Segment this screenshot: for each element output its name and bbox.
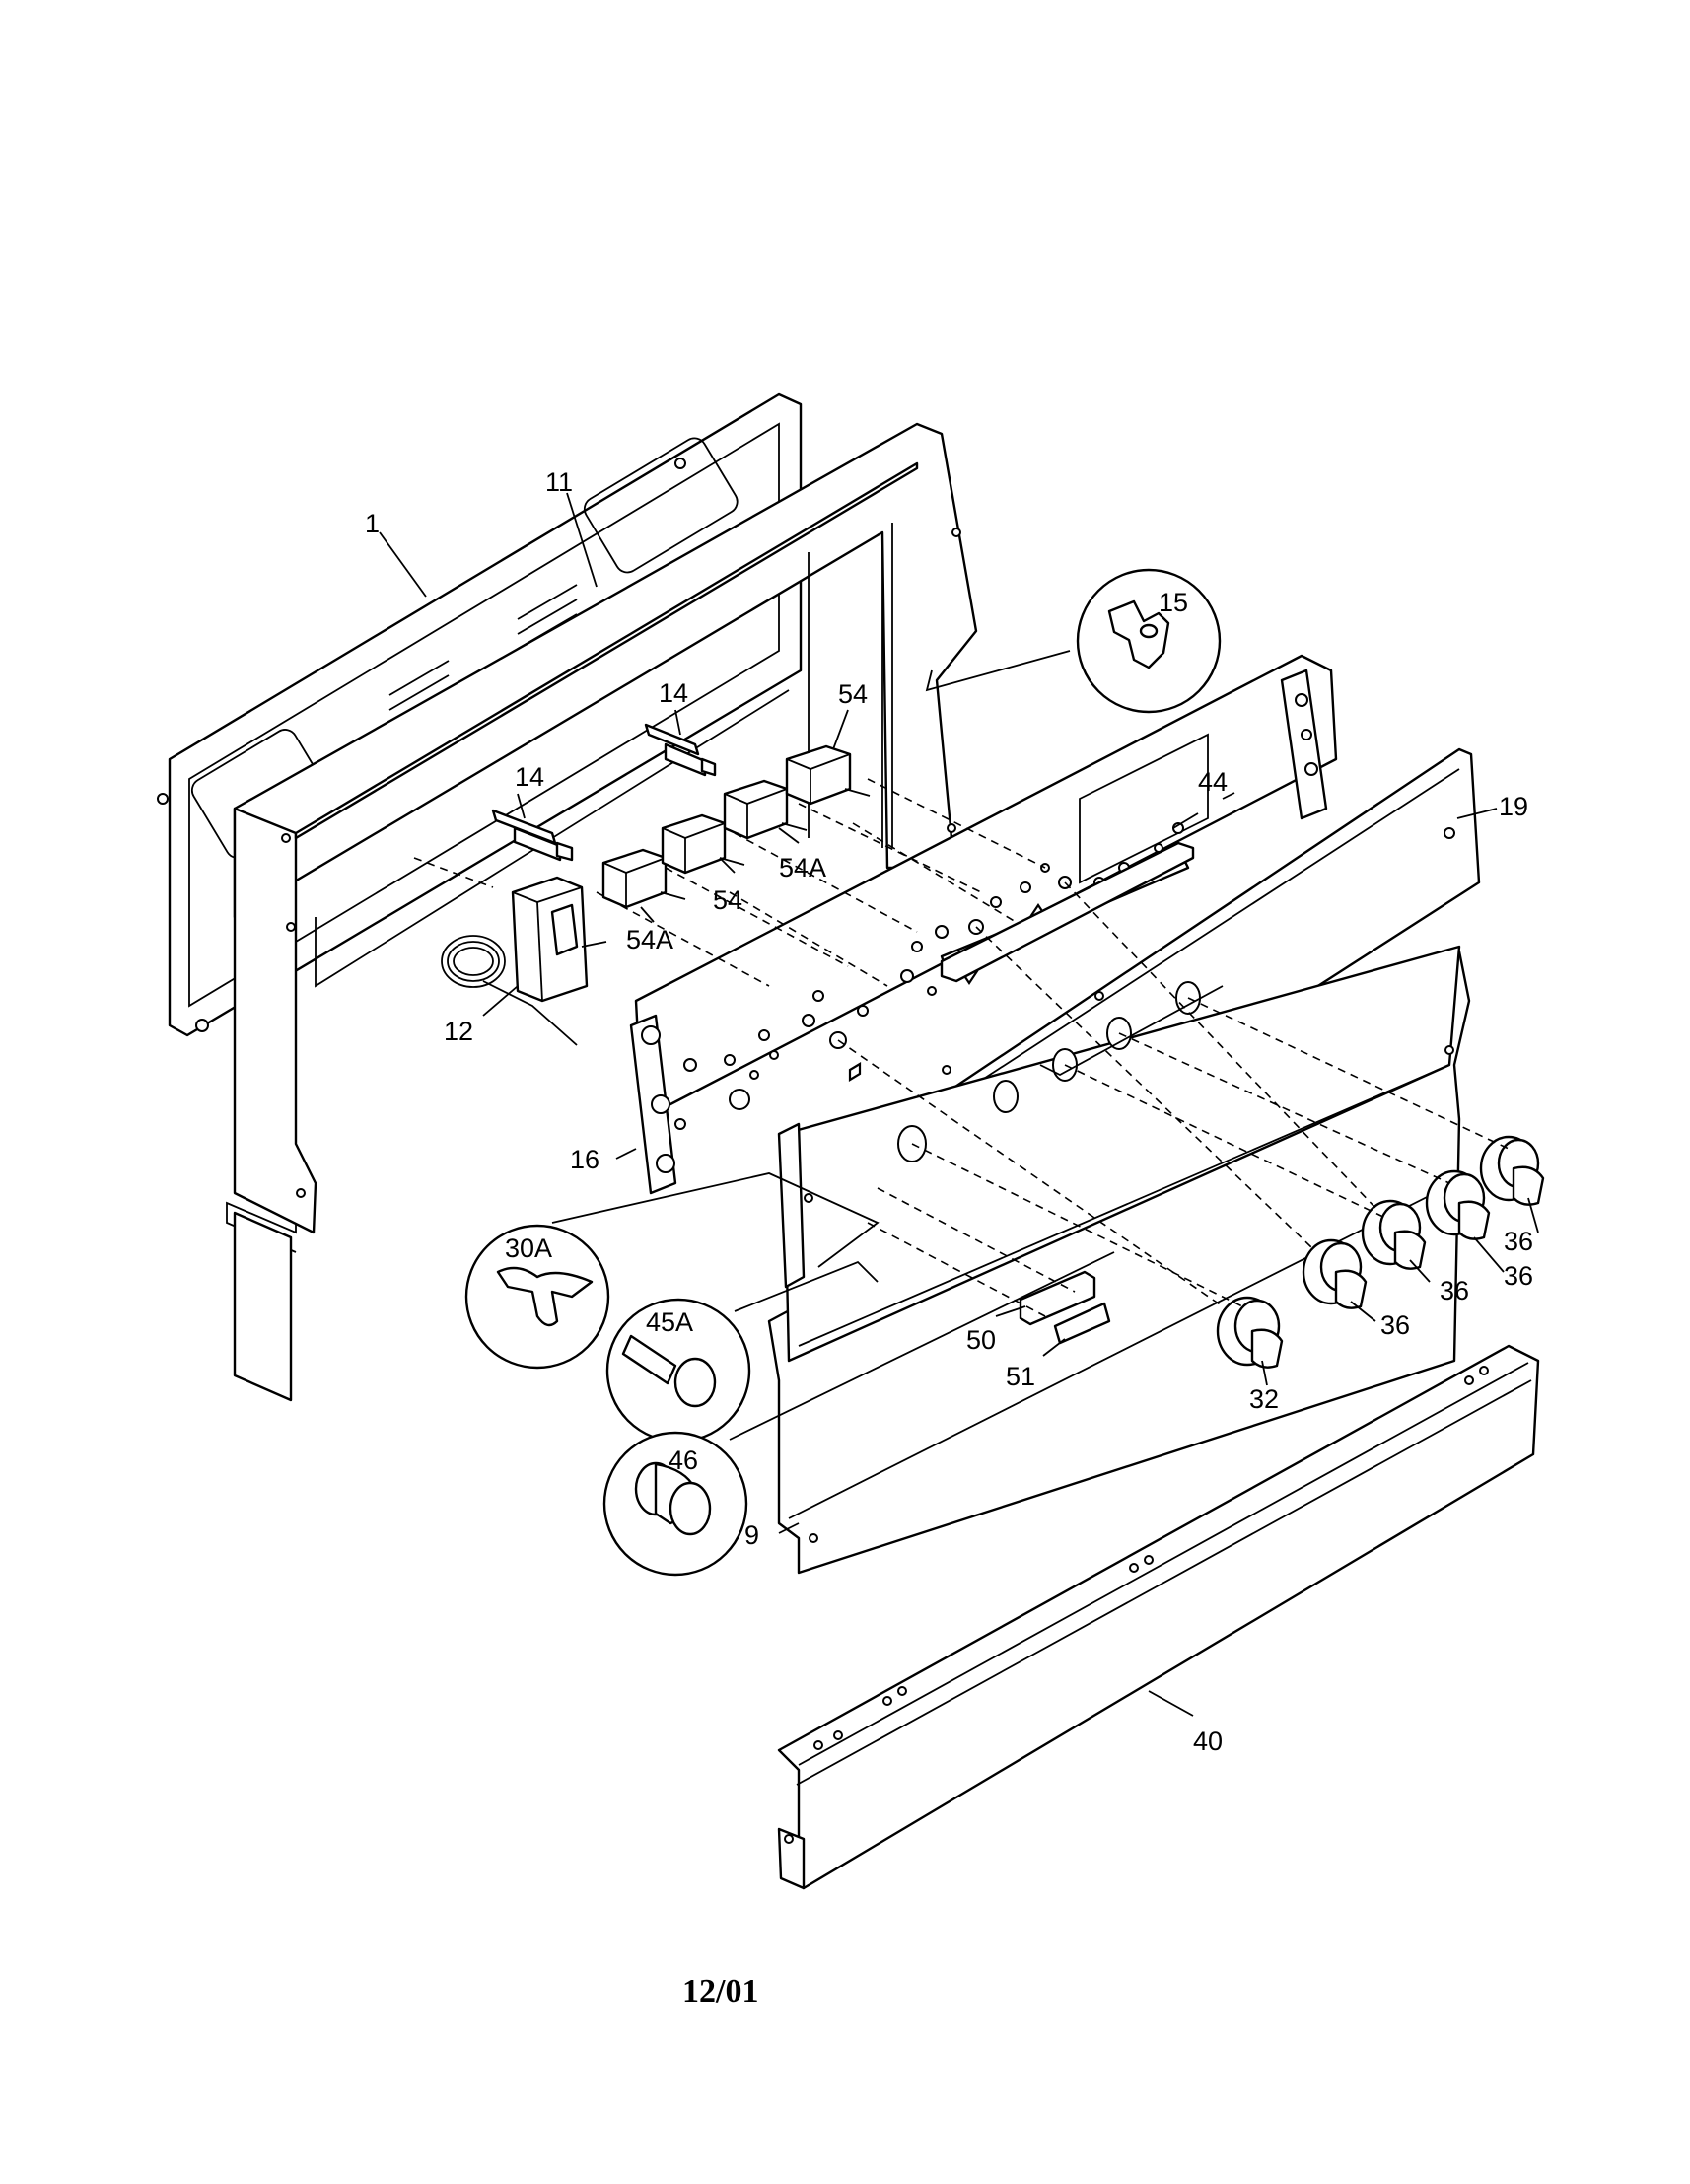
infinite-switch-part-14-upper: [644, 723, 717, 777]
callout-36-c: 36: [1504, 1261, 1533, 1291]
bracket-part-50: [1019, 1270, 1096, 1326]
callout-46: 46: [669, 1445, 698, 1475]
callout-45A: 45A: [646, 1307, 693, 1337]
callout-54-upper: 54: [838, 679, 868, 709]
switch-part-54-lower: [661, 813, 745, 875]
revision-date: 12/01: [682, 1973, 758, 2009]
callout-9: 9: [744, 1520, 759, 1550]
alignment-lines: [413, 778, 1510, 1317]
switch-part-54A-lower: [601, 848, 686, 909]
knob-part-36-b: [1361, 1199, 1427, 1270]
switch-part-54A-upper: [723, 779, 808, 840]
detail-circle-part-15: [1076, 568, 1222, 714]
detail-circle-part-30A: [464, 1224, 610, 1370]
callout-36-b: 36: [1440, 1276, 1469, 1305]
callout-54A-lower: 54A: [626, 925, 673, 954]
knob-part-36-d: [1479, 1135, 1545, 1206]
detail-circle-part-46: [602, 1431, 748, 1577]
callout-44: 44: [1198, 767, 1228, 797]
rail-part-44: [940, 841, 1195, 983]
callout-30A: 30A: [505, 1233, 552, 1263]
knob-part-36-a: [1302, 1238, 1368, 1309]
leader-lines: [379, 492, 1539, 1717]
callout-labels: 1 11 14 14 54 15 44 19 54A 54 54A 12 16 …: [365, 467, 1533, 1756]
callout-36-d: 36: [1504, 1227, 1533, 1256]
callout-32: 32: [1249, 1384, 1279, 1414]
detail-circle-part-45A: [605, 1298, 751, 1444]
callout-40: 40: [1193, 1726, 1223, 1756]
infinite-switch-part-14-lower: [491, 809, 574, 862]
callout-11: 11: [545, 467, 573, 497]
callout-1: 1: [365, 509, 380, 538]
switch-part-54-upper: [785, 744, 871, 806]
thermostat-part-12: [441, 876, 607, 1046]
callout-14-upper: 14: [659, 678, 688, 708]
callout-19: 19: [1499, 792, 1528, 821]
knob-part-32: [1216, 1296, 1284, 1369]
callout-16: 16: [570, 1145, 599, 1174]
callout-36-a: 36: [1380, 1310, 1410, 1340]
control-panel-part-9: [767, 945, 1471, 1575]
callout-50: 50: [966, 1325, 996, 1355]
callout-54-lower: 54: [713, 885, 742, 915]
callout-15: 15: [1159, 588, 1188, 617]
lower-trim-part-40: [777, 1344, 1540, 1890]
bracket-part-51: [1053, 1302, 1111, 1345]
knob-part-36-c: [1425, 1169, 1491, 1240]
callout-12: 12: [444, 1017, 473, 1046]
callout-51: 51: [1006, 1362, 1035, 1391]
callout-54A-upper: 54A: [779, 853, 826, 882]
callout-14-lower: 14: [515, 762, 544, 792]
backguard-frame-part-11: [226, 422, 978, 1402]
